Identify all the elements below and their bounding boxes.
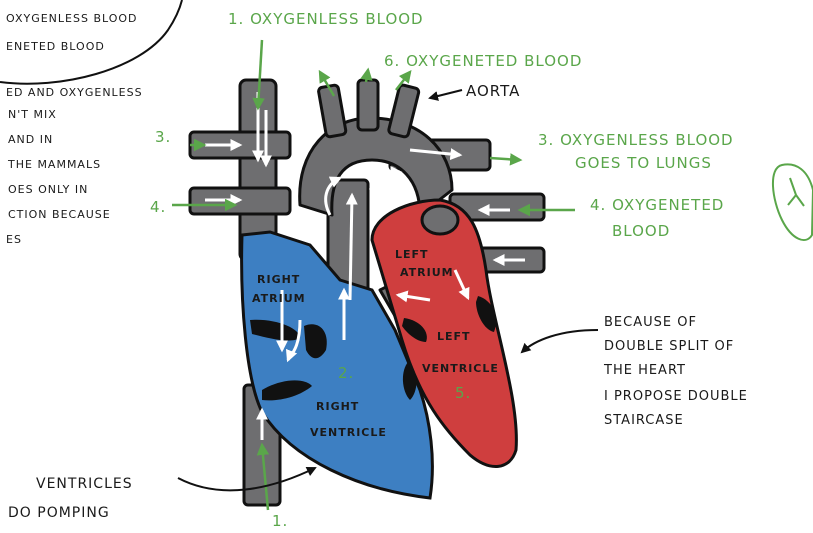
label-ventricles-line2: DO POMPING [8, 505, 110, 521]
note-line-1: OXYGENLESS BLOOD [6, 12, 138, 25]
note-line-2: ENETED BLOOD [6, 40, 105, 53]
label-6-oxygenated: 6. OXYGENETED BLOOD [384, 52, 582, 70]
label-right-ventricle-1: RIGHT [316, 400, 359, 413]
label-4-left: 4. [150, 198, 166, 216]
label-1-bottom: 1. [272, 512, 288, 530]
note-line-3: ED AND OXYGENLESS [6, 86, 143, 99]
label-right-ventricle-2: VENTRICLE [310, 426, 387, 439]
label-4-oxygenated-line1: 4. OXYGENETED [590, 196, 724, 214]
lung-icon [773, 164, 813, 240]
label-5: 5. [455, 384, 471, 402]
label-because-line3: THE HEART [603, 363, 686, 378]
label-right-atrium-2: ATRIUM [252, 292, 306, 305]
note-line-5: AND IN [8, 133, 53, 146]
note-text: OXYGENLESS BLOOD ENETED BLOOD ED AND OXY… [6, 12, 143, 246]
note-line-6: THE MAMMALS [7, 158, 101, 171]
label-3-lungs-line1: 3. OXYGENLESS BLOOD [538, 131, 734, 149]
aorta-branch-2 [358, 80, 378, 130]
label-1-oxygenless: 1. OXYGENLESS BLOOD [228, 10, 424, 28]
label-right-atrium-1: RIGHT [257, 273, 300, 286]
note-line-7: OES ONLY IN [8, 183, 88, 196]
label-because-line4: I PROPOSE DOUBLE [604, 389, 748, 404]
label-left-ventricle-2: VENTRICLE [422, 362, 499, 375]
note-line-4: N'T MIX [8, 108, 57, 121]
label-left-atrium-2: ATRIUM [400, 266, 454, 279]
label-because-line2: DOUBLE SPLIT OF [604, 339, 734, 354]
label-3-left: 3. [155, 128, 171, 146]
label-ventricles-line1: VENTRICLES [36, 476, 133, 492]
label-because-line1: BECAUSE OF [604, 315, 697, 330]
label-3-lungs-line2: GOES TO LUNGS [575, 154, 712, 172]
note-line-8: CTION BECAUSE [8, 208, 111, 221]
label-left-atrium-1: LEFT [395, 248, 429, 261]
left-atrium-opening [422, 206, 458, 234]
label-2: 2. [338, 364, 354, 382]
note-line-9: ES [6, 233, 22, 246]
label-aorta: AORTA [466, 82, 520, 100]
lung-branch [788, 178, 804, 206]
label-4-oxygenated-line2: BLOOD [612, 222, 670, 240]
label-left-ventricle-1: LEFT [437, 330, 471, 343]
label-because-line5: STAIRCASE [604, 413, 684, 428]
